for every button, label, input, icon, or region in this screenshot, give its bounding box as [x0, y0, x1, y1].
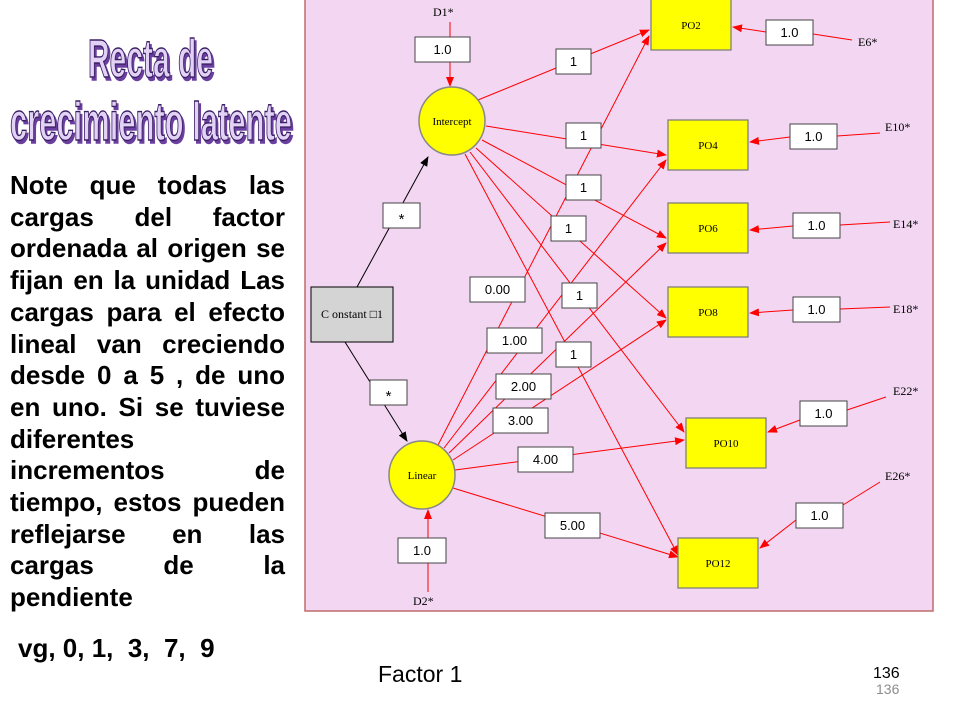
intercept-loading-po8-box — [550, 215, 587, 242]
path-e22-weight — [846, 396, 887, 411]
intercept-loading-po10-box — [561, 282, 598, 309]
error-e6-label: E6* — [858, 35, 877, 49]
error-e10-weight-box — [789, 123, 838, 150]
intercept-loading-po4-box — [565, 122, 602, 149]
intercept-loading-po2: 1 — [570, 54, 577, 69]
slide-title-line-2: crecimiento latente — [10, 92, 292, 152]
constant-linear-path-label: * — [386, 388, 392, 405]
observed-po8-label: PO8 — [698, 307, 718, 319]
error-e26-weight-box — [795, 502, 844, 529]
linear-loading-po10-box — [517, 446, 574, 473]
alternative-loadings: vg, 0, 1, 3, 7, 9 — [18, 633, 215, 663]
error-e14-weight: 1.0 — [807, 218, 825, 233]
intercept-loading-po2-box — [555, 48, 592, 75]
page-number: 136 — [873, 665, 900, 682]
path-linear-po2 — [437, 35, 650, 446]
observed-po6-label: PO6 — [698, 223, 718, 235]
observed-po6-node — [667, 202, 749, 254]
path-e26-weight — [842, 481, 881, 506]
disturbance-d2-weight-box — [397, 537, 447, 564]
error-e22-weight-box — [799, 400, 848, 427]
disturbance-d1-weight: 1.0 — [433, 42, 451, 57]
linear-loading-po4-box — [486, 327, 543, 354]
intercept-factor-label: Intercept — [432, 116, 471, 128]
error-e26-label: E26* — [885, 469, 910, 483]
linear-loading-po4: 1.00 — [502, 333, 527, 348]
intercept-loading-po6: 1 — [580, 180, 587, 195]
observed-po8-node — [667, 286, 749, 338]
path-e10-po4 — [749, 136, 791, 145]
disturbance-d1-weight-box — [414, 36, 471, 63]
path-e14-po6 — [749, 225, 794, 234]
intercept-loading-po12: 1 — [570, 347, 577, 362]
disturbance-d2-label: D2* — [413, 594, 434, 608]
intercept-loading-po10: 1 — [576, 288, 583, 303]
intercept-loading-po4: 1 — [580, 128, 587, 143]
observed-po10-node — [685, 417, 767, 469]
path-e18-po8 — [749, 308, 794, 317]
observed-po12-node — [677, 537, 759, 589]
error-e10-label: E10* — [885, 120, 910, 134]
constant-linear-path-box — [369, 379, 408, 406]
intercept-loading-po6-box — [565, 174, 602, 201]
path-linear-po8 — [452, 319, 667, 461]
path-e10-weight — [836, 132, 881, 137]
constant-intercept-path-label: * — [399, 211, 405, 228]
constant-intercept-path-box — [382, 202, 421, 229]
disturbance-d1-label: D1* — [433, 5, 454, 19]
linear-loading-po8-box — [492, 407, 549, 434]
error-e18-label: E18* — [893, 302, 918, 316]
error-e18-weight: 1.0 — [807, 302, 825, 317]
error-e10-weight: 1.0 — [804, 129, 822, 144]
constant-node — [310, 286, 394, 343]
page-number-footer: 136 — [876, 681, 900, 697]
linear-loading-po6: 2.00 — [511, 379, 536, 394]
path-e26-po12 — [759, 519, 797, 549]
error-e6-weight-box — [765, 19, 814, 46]
error-e22-weight: 1.0 — [814, 406, 832, 421]
path-e18-weight — [839, 306, 891, 310]
observed-po4-node — [667, 119, 749, 171]
disturbance-d2-weight: 1.0 — [413, 543, 431, 558]
constant-label: C onstant □1 — [321, 307, 383, 321]
linear-loading-po10: 4.00 — [533, 452, 558, 467]
linear-loading-po2: 0.00 — [485, 282, 510, 297]
observed-po2-node — [650, 0, 732, 51]
linear-loading-po2-box — [469, 276, 526, 303]
observed-po12-label: PO12 — [705, 558, 730, 570]
linear-factor-label: Linear — [408, 470, 437, 482]
observed-po2-label: PO2 — [681, 20, 701, 32]
linear-factor-node — [388, 440, 456, 510]
linear-loading-po6-box — [495, 373, 552, 400]
observed-po10-label: PO10 — [713, 438, 739, 450]
linear-loading-po8: 3.00 — [508, 413, 533, 428]
linear-loading-po12-box — [544, 512, 601, 539]
error-e26-weight: 1.0 — [810, 508, 828, 523]
error-e22-label: E22* — [893, 384, 918, 398]
explanatory-note: Note que todas las cargas del factor ord… — [10, 170, 285, 613]
intercept-factor-node — [418, 86, 486, 156]
linear-loading-po12: 5.00 — [560, 518, 585, 533]
slide-title-line-1: Recta de — [88, 29, 213, 89]
observed-po4-label: PO4 — [698, 140, 718, 152]
path-e6-po2 — [732, 24, 767, 33]
error-e18-weight-box — [792, 296, 841, 323]
path-e14-weight — [839, 221, 891, 226]
error-e14-label: E14* — [893, 217, 918, 231]
footer-factor-label: Factor 1 — [378, 661, 463, 687]
intercept-loading-po8: 1 — [565, 221, 572, 236]
error-e6-weight: 1.0 — [780, 25, 798, 40]
path-linear-po4 — [443, 159, 667, 449]
path-e22-po10 — [767, 419, 801, 433]
path-e6-weight — [812, 33, 853, 41]
error-e14-weight-box — [792, 212, 841, 239]
intercept-loading-po12-box — [555, 341, 592, 368]
